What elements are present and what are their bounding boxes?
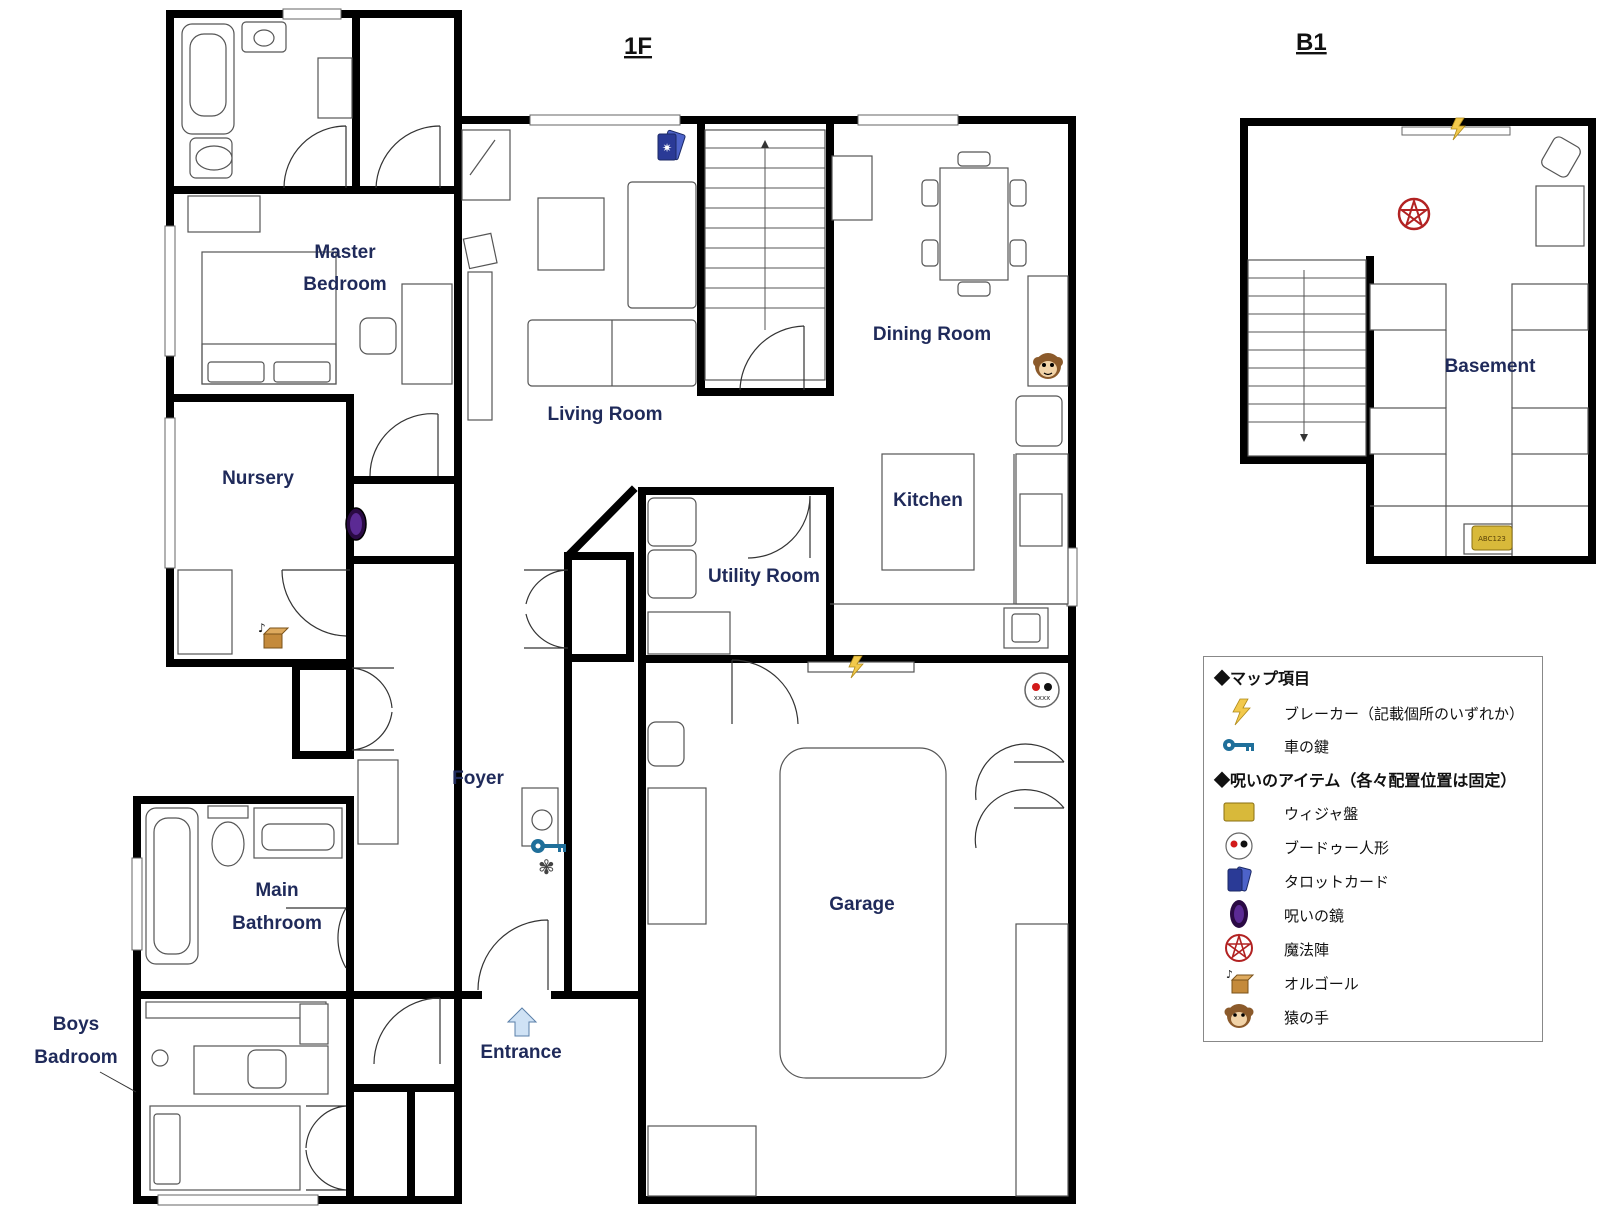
label-kitchen: Kitchen — [893, 490, 963, 511]
plant-icon: ✾ — [538, 855, 555, 879]
legend-label-monkey-paw: 猿の手 — [1284, 1010, 1330, 1027]
legend-panel: ◆マップ項目 ブレーカー（記載個所のいずれか） 車の鍵 ◆呪いのアイテム（各々配… — [1203, 656, 1543, 1042]
legend-row-monkey-paw: 猿の手 — [1204, 1001, 1542, 1031]
garage-furniture — [647, 659, 1069, 1197]
svg-text:ABC123: ABC123 — [1478, 535, 1506, 543]
svg-text:♪: ♪ — [1226, 968, 1233, 981]
legend-row-pentagram: 魔法陣 — [1204, 933, 1542, 963]
svg-text:xxxx: xxxx — [1034, 694, 1051, 702]
legend-row-tarot: タロットカード — [1204, 865, 1542, 895]
legend-row-car-key: 車の鍵 — [1204, 730, 1542, 760]
master-bath-fixtures — [181, 21, 441, 189]
monkey-paw-icon — [1224, 1004, 1254, 1028]
legend-label-pentagram: 魔法陣 — [1284, 942, 1330, 959]
basement-stairs — [1247, 259, 1367, 457]
legend-row-mirror: 呪いの鏡 — [1204, 899, 1542, 929]
monkey-paw-icon — [1033, 353, 1063, 379]
legend-row-breaker: ブレーカー（記載個所のいずれか） — [1204, 697, 1542, 727]
label-main-bathroom-line2: Bathroom — [232, 913, 322, 934]
svg-text:✾: ✾ — [538, 855, 555, 879]
label-boys-bedroom-line1: Boys — [53, 1014, 99, 1035]
legend-label-car-key: 車の鍵 — [1284, 739, 1330, 756]
voodoo-doll-icon — [1225, 832, 1253, 860]
ouija-board-icon: ABC123 — [1471, 525, 1513, 551]
legend-label-tarot: タロットカード — [1284, 874, 1390, 891]
label-foyer: Foyer — [452, 768, 504, 789]
boys-bedroom-furniture — [145, 997, 441, 1191]
car-key-icon — [531, 839, 566, 853]
voodoo-doll-icon: xxxx — [1024, 672, 1060, 708]
legend-row-ouija: ウィジャ盤 — [1204, 797, 1542, 827]
music-box-icon: ♪ — [258, 621, 290, 649]
dining-kitchen-furniture — [830, 151, 1069, 649]
label-boys-bedroom-line2: Badroom — [34, 1047, 117, 1068]
closet-doors-foyer — [351, 569, 569, 991]
living-room-furniture — [461, 129, 697, 421]
floor-1f-title: 1F — [624, 33, 652, 60]
basement-furniture — [1369, 136, 1589, 556]
legend-map-items-heading: ◆マップ項目 — [1214, 671, 1311, 688]
svg-text:✷: ✷ — [662, 141, 672, 155]
label-main-bathroom-line1: Main — [255, 880, 298, 901]
tarot-cards-icon — [1227, 866, 1252, 892]
legend-label-breaker: ブレーカー（記載個所のいずれか） — [1284, 706, 1525, 723]
tarot-cards-icon: ✷ — [657, 129, 686, 161]
entrance-arrow-icon — [506, 1007, 538, 1037]
legend-label-voodoo: ブードゥー人形 — [1284, 840, 1390, 857]
boys-bedroom-leader-line — [99, 1071, 137, 1093]
label-utility-room: Utility Room — [708, 566, 820, 587]
music-box-icon: ♪ — [1226, 968, 1255, 994]
stairs-1f — [704, 129, 826, 391]
label-master-bedroom-line2: Bedroom — [303, 274, 386, 295]
label-master-bedroom-line1: Master — [314, 242, 376, 263]
pentagram-icon — [1225, 933, 1253, 962]
floor-b1-title: B1 — [1296, 29, 1327, 56]
utility-room-furniture — [647, 495, 811, 655]
label-basement: Basement — [1445, 356, 1536, 377]
svg-text:♪: ♪ — [258, 621, 266, 635]
label-living-room: Living Room — [547, 404, 662, 425]
pentagram-icon — [1397, 197, 1431, 231]
legend-label-mirror: 呪いの鏡 — [1284, 908, 1345, 925]
master-bedroom-furniture — [187, 195, 453, 477]
ouija-board-icon — [1223, 802, 1255, 822]
breaker-lightning-icon — [1232, 698, 1251, 726]
windows — [131, 8, 1078, 1206]
legend-row-voodoo: ブードゥー人形 — [1204, 831, 1542, 861]
label-dining-room: Dining Room — [873, 324, 991, 345]
main-bathroom-fixtures — [145, 805, 347, 969]
legend-label-music-box: オルゴール — [1284, 976, 1359, 993]
cursed-mirror-icon — [1230, 900, 1248, 928]
label-entrance: Entrance — [480, 1042, 561, 1063]
legend-cursed-heading: ◆呪いのアイテム（各々配置位置は固定） — [1214, 773, 1517, 790]
nursery-furniture — [177, 569, 350, 655]
label-nursery: Nursery — [222, 468, 294, 489]
first-floor-walls — [133, 10, 1076, 1204]
cursed-mirror-icon — [345, 507, 367, 541]
legend-row-music-box: ♪ オルゴール — [1204, 967, 1542, 997]
legend-label-ouija: ウィジャ盤 — [1284, 806, 1359, 823]
car-key-icon — [1223, 739, 1254, 751]
label-garage: Garage — [829, 894, 894, 915]
